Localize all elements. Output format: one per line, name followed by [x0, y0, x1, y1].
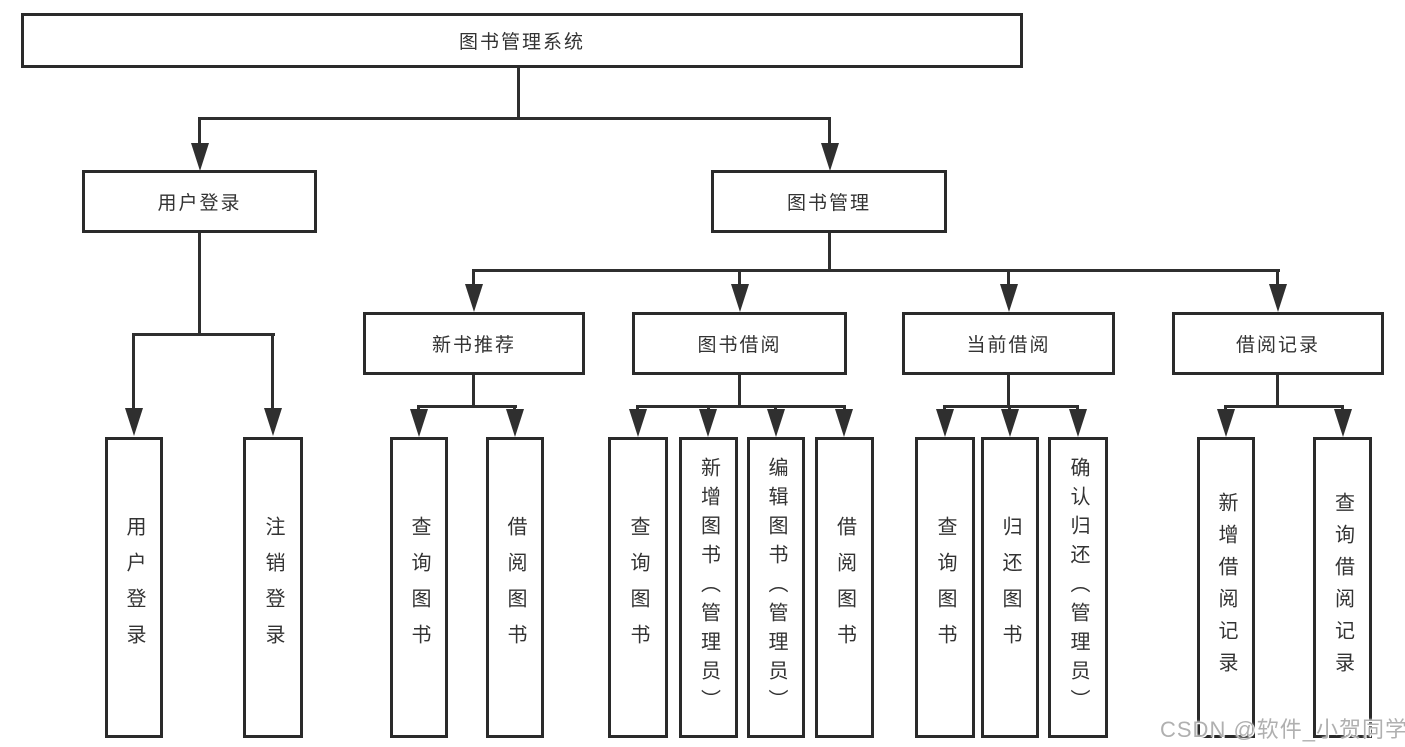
node-user-login: 用户登录 [82, 170, 317, 233]
edge-book-borrow-rail [636, 405, 846, 408]
edge-drop-query-books-a [417, 405, 420, 411]
arrowhead-borrow-books-b-icon [835, 409, 853, 437]
arrowhead-borrow-records-icon [1269, 284, 1287, 312]
edge-drop-query-books-b [636, 405, 639, 411]
edge-drop-borrow-books-b [843, 405, 846, 411]
node-logout-leaf-label: 注销登录 [262, 515, 284, 660]
node-new-book-recommend-label: 新书推荐 [431, 335, 516, 356]
edge-borrow-records-rail [1224, 405, 1344, 408]
node-borrow-records-label: 借阅记录 [1235, 335, 1320, 356]
arrowhead-book-mgmt-icon [821, 143, 839, 171]
arrowhead-query-record-icon [1334, 409, 1352, 437]
edge-drop-confirm-return [1076, 405, 1079, 411]
node-query-borrow-record-label: 查询借阅记录 [1331, 491, 1354, 684]
node-return-books: 归还图书 [981, 437, 1039, 738]
arrowhead-edit-books-icon [767, 409, 785, 437]
edge-drop-book-borrow [738, 269, 741, 286]
node-user-login-leaf-label: 用户登录 [123, 515, 145, 660]
edge-drop-borrow-books-a [513, 405, 516, 411]
node-book-borrow: 图书借阅 [632, 312, 847, 375]
node-add-borrow-record-label: 新增借阅记录 [1215, 491, 1237, 684]
node-query-books-newbook: 查询图书 [390, 437, 448, 738]
node-user-login-label: 用户登录 [157, 193, 242, 214]
node-add-borrow-record: 新增借阅记录 [1197, 437, 1255, 738]
node-add-books-admin: 新增图书（管理员） [679, 437, 738, 738]
node-query-borrow-record: 查询借阅记录 [1313, 437, 1372, 738]
node-current-borrow: 当前借阅 [902, 312, 1115, 375]
edge-drop-query-books-c [943, 405, 946, 411]
arrowhead-return-books-icon [1001, 409, 1019, 437]
node-user-login-leaf: 用户登录 [105, 437, 163, 738]
node-query-books-current-label: 查询图书 [934, 515, 956, 660]
edge-root-rail [198, 117, 831, 120]
edge-drop-logout-leaf [271, 333, 274, 410]
edge-drop-add-books [707, 405, 710, 411]
node-return-books-label: 归还图书 [999, 515, 1021, 660]
node-query-books-current: 查询图书 [915, 437, 975, 738]
arrowhead-query-books-b-icon [629, 409, 647, 437]
node-borrow-books-borrow: 借阅图书 [815, 437, 874, 738]
arrowhead-user-login-icon [191, 143, 209, 171]
node-root: 图书管理系统 [21, 13, 1023, 68]
arrowhead-add-books-icon [699, 409, 717, 437]
edge-drop-return-books [1008, 405, 1011, 411]
arrowhead-query-books-a-icon [410, 409, 428, 437]
edge-root-stem [517, 68, 520, 118]
node-query-books-borrow: 查询图书 [608, 437, 668, 738]
arrowhead-borrow-books-a-icon [506, 409, 524, 437]
edge-drop-add-record [1224, 405, 1227, 411]
node-edit-books-admin: 编辑图书（管理员） [747, 437, 805, 738]
edge-drop-current-borrow [1007, 269, 1010, 286]
edge-new-books-rail [417, 405, 517, 408]
node-book-borrow-label: 图书借阅 [697, 335, 782, 356]
edge-book-mgmt-stem [828, 233, 831, 272]
node-borrow-books-newbook: 借阅图书 [486, 437, 544, 738]
edge-new-books-stem [472, 375, 475, 407]
node-book-management: 图书管理 [711, 170, 947, 233]
edge-drop-edit-books [774, 405, 777, 411]
edge-drop-borrow-records [1276, 269, 1279, 286]
node-book-management-label: 图书管理 [786, 193, 871, 214]
node-edit-books-admin-label: 编辑图书（管理员） [765, 457, 787, 718]
node-confirm-return-admin-label: 确认归还（管理员） [1067, 457, 1089, 718]
arrowhead-login-leaf-icon [125, 408, 143, 436]
edge-book-borrow-stem [738, 375, 741, 407]
arrowhead-query-books-c-icon [936, 409, 954, 437]
node-borrow-records: 借阅记录 [1172, 312, 1384, 375]
edge-drop-book-mgmt [828, 117, 831, 145]
edge-drop-new-books [472, 269, 475, 286]
csdn-watermark: CSDN @软件_小贺同学 [1160, 717, 1405, 742]
node-query-books-borrow-label: 查询图书 [627, 515, 649, 660]
edge-drop-login-leaf [132, 333, 135, 410]
arrowhead-confirm-return-icon [1069, 409, 1087, 437]
arrowhead-current-borrow-icon [1000, 284, 1018, 312]
edge-user-login-stem [198, 233, 201, 336]
edge-current-borrow-rail [943, 405, 1079, 408]
node-borrow-books-newbook-label: 借阅图书 [504, 515, 526, 660]
node-confirm-return-admin: 确认归还（管理员） [1048, 437, 1108, 738]
node-new-book-recommend: 新书推荐 [363, 312, 585, 375]
node-add-books-admin-label: 新增图书（管理员） [697, 457, 720, 718]
arrowhead-book-borrow-icon [731, 284, 749, 312]
node-borrow-books-borrow-label: 借阅图书 [833, 515, 856, 660]
node-logout-leaf: 注销登录 [243, 437, 303, 738]
edge-book-mgmt-rail [472, 269, 1280, 272]
edge-drop-query-record [1341, 405, 1344, 411]
edge-current-borrow-stem [1007, 375, 1010, 407]
edge-borrow-records-stem [1276, 375, 1279, 407]
edge-user-login-rail [132, 333, 275, 336]
arrowhead-add-record-icon [1217, 409, 1235, 437]
arrowhead-logout-leaf-icon [264, 408, 282, 436]
edge-drop-user-login [198, 117, 201, 145]
node-root-label: 图书管理系统 [458, 32, 585, 53]
arrowhead-new-books-icon [465, 284, 483, 312]
node-current-borrow-label: 当前借阅 [966, 335, 1051, 356]
node-query-books-newbook-label: 查询图书 [408, 515, 430, 660]
